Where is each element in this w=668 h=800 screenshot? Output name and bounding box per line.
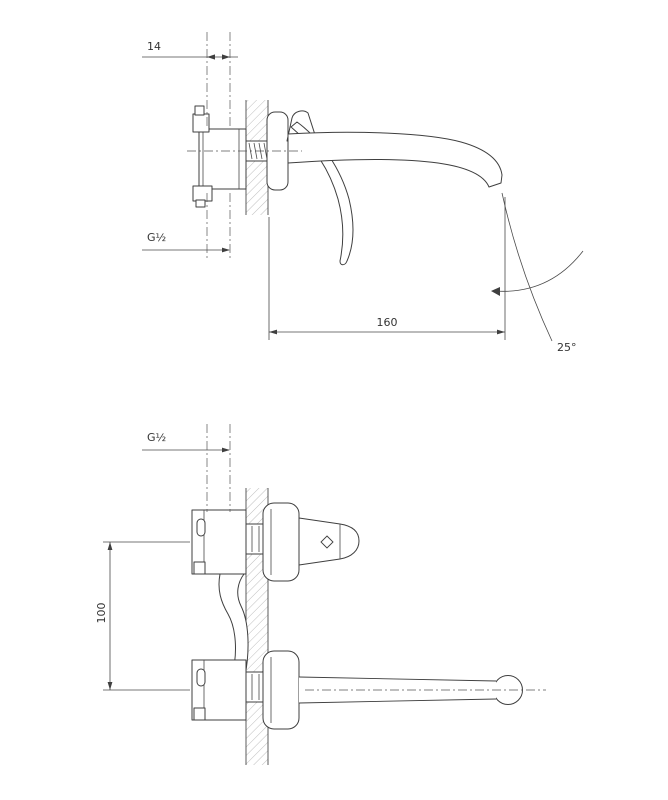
centerlines-front [206, 424, 231, 512]
dim-label-100: 100 [95, 603, 108, 624]
dimension-offset-14: 14 [142, 40, 238, 60]
escutcheon-handle [262, 502, 300, 582]
handle-logo-diamond [320, 535, 334, 549]
centerlines-side [187, 32, 302, 258]
mounting-tab-bottom [192, 185, 213, 202]
dimension-reach-160: 160 [268, 197, 506, 340]
dimension-angle-25: 25° [491, 192, 584, 354]
front-view: G½ 100 [95, 424, 546, 765]
dimension-thread-front: G½ [142, 431, 230, 453]
spout-side [287, 131, 503, 188]
dim-label-g12-side: G½ [147, 231, 166, 244]
dim-label-25deg: 25° [557, 341, 577, 354]
bottom-valve-unit [191, 650, 546, 730]
mounting-screw-bottom [195, 199, 206, 208]
dimension-spacing-100: 100 [95, 541, 190, 691]
spout-tube-bottom [298, 698, 497, 704]
top-valve-unit [191, 502, 360, 582]
dimension-thread-side: G½ [142, 231, 230, 253]
spout-tube-top [298, 676, 497, 682]
handle-front [298, 517, 360, 566]
mounting-tab-top [192, 113, 210, 133]
water-stream-line [501, 192, 553, 342]
angle-arc [493, 250, 584, 292]
fixing-screw [193, 561, 206, 575]
mounting-screw-top [194, 105, 205, 116]
dim-label-14: 14 [147, 40, 161, 53]
dim-label-160: 160 [377, 316, 398, 329]
fixing-slot [196, 518, 206, 537]
side-view: 14 G½ 160 25° [142, 32, 584, 354]
fixing-slot [196, 668, 206, 687]
fixing-screw [193, 707, 206, 721]
escutcheon-spout [262, 650, 300, 730]
dim-label-g12-front: G½ [147, 431, 166, 444]
